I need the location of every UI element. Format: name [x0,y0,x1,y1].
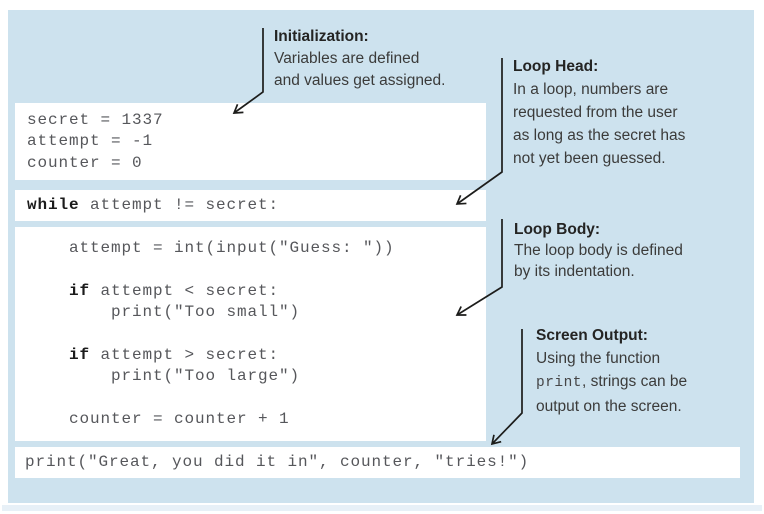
code-block-screen-output: print("Great, you did it in", counter, "… [15,447,740,478]
note-initialization-title: Initialization: [274,28,369,45]
code-block-loop-body: attempt = int(input("Guess: ")) if attem… [15,227,486,441]
code-block-loop-head: while attempt != secret: [15,190,486,221]
note-loop-head-title: Loop Head: [513,58,599,75]
note-loop-body-title: Loop Body: [514,221,601,238]
bottom-accent-rule [2,505,762,511]
note-screen-output-title: Screen Output: [536,327,648,344]
